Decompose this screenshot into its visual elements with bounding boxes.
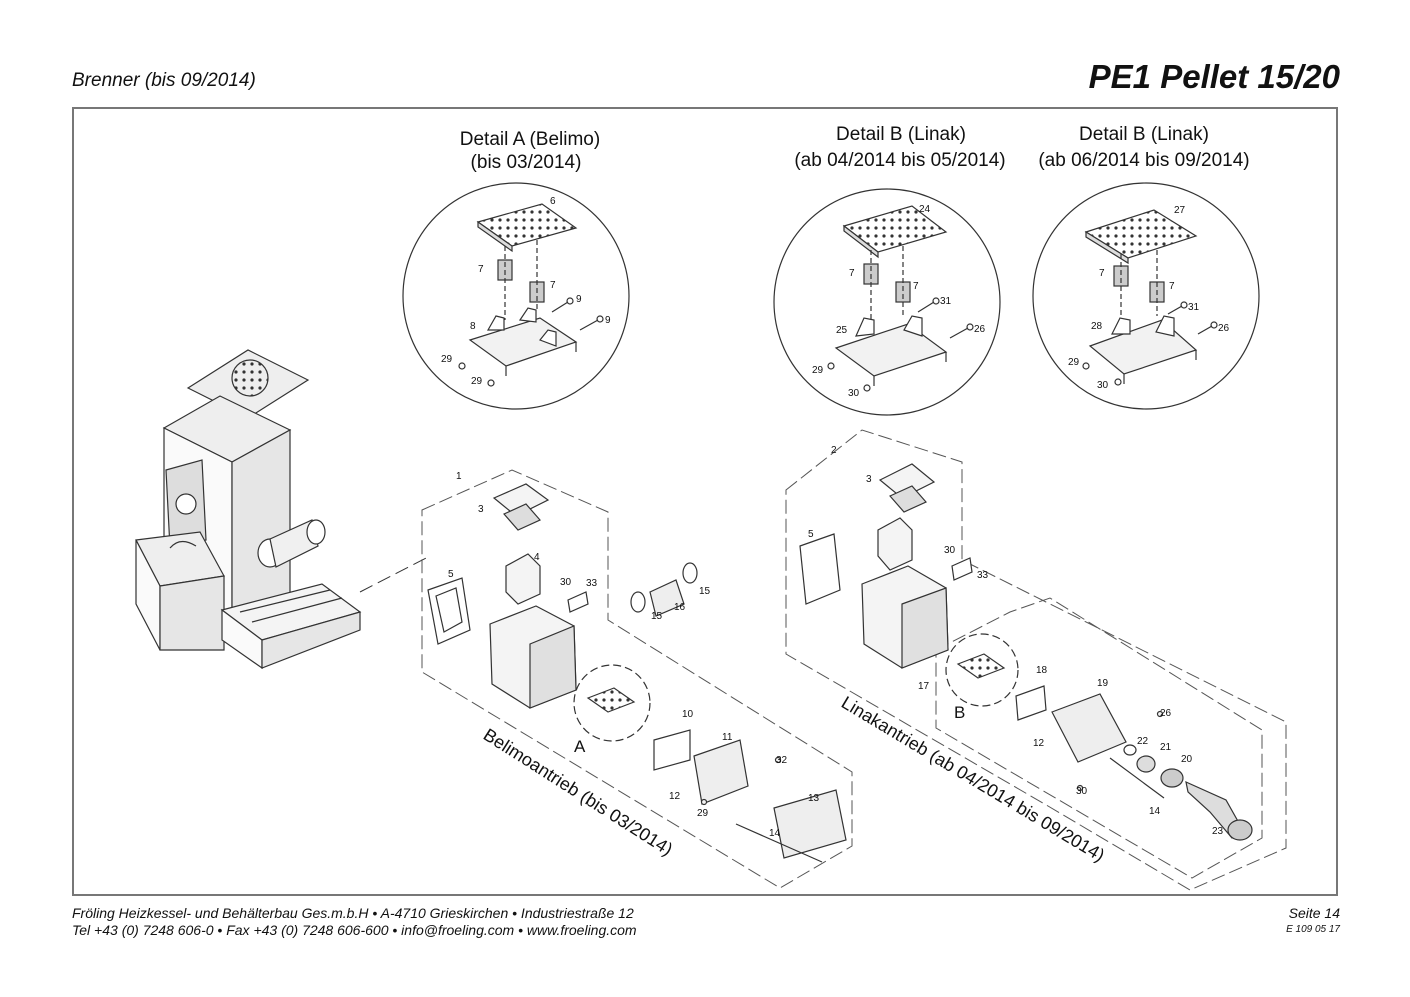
callout: 12 bbox=[669, 791, 681, 802]
callout: 11 bbox=[722, 732, 733, 743]
callout: 6 bbox=[550, 196, 556, 207]
callout: 30 bbox=[1076, 786, 1088, 797]
callout: 30 bbox=[944, 545, 956, 556]
callout: 7 bbox=[1169, 281, 1175, 292]
callouts-detail-b1: 24 7 7 31 26 25 29 30 bbox=[812, 204, 986, 399]
detail-a-subtitle: (bis 03/2014) bbox=[471, 152, 582, 173]
callout: 8 bbox=[470, 321, 476, 332]
callouts-detail-a: 6 7 7 9 9 8 29 29 bbox=[441, 196, 611, 387]
callout: 7 bbox=[478, 264, 484, 275]
document-code: E 109 05 17 bbox=[1286, 924, 1340, 935]
callout: 9 bbox=[576, 294, 582, 305]
callout: 24 bbox=[919, 204, 931, 215]
linak-subgroup-outline bbox=[935, 597, 1263, 879]
callout: 29 bbox=[1068, 357, 1080, 368]
connection-line bbox=[359, 555, 431, 593]
callout: 7 bbox=[550, 280, 556, 291]
detail-a-title: Detail A (Belimo) bbox=[460, 129, 600, 150]
callout: 32 bbox=[776, 755, 788, 766]
callout: 7 bbox=[913, 281, 919, 292]
callout: 30 bbox=[848, 388, 860, 399]
callout: 26 bbox=[1218, 323, 1230, 334]
callout: 26 bbox=[1160, 708, 1172, 719]
callout: 7 bbox=[1099, 268, 1105, 279]
callout: 4 bbox=[534, 552, 540, 563]
callout: 31 bbox=[940, 296, 952, 307]
detail-b1-subtitle: (ab 04/2014 bis 05/2014) bbox=[794, 150, 1005, 171]
burner-assembly bbox=[135, 349, 362, 670]
callout: 2 bbox=[831, 445, 837, 456]
detail-b2-circle bbox=[1032, 182, 1260, 410]
callout: 3 bbox=[866, 474, 872, 485]
callout: 15 bbox=[699, 586, 711, 597]
callout: 1 bbox=[456, 471, 462, 482]
callout: 30 bbox=[560, 577, 572, 588]
callout: 14 bbox=[1149, 806, 1161, 817]
callouts-linak: 2 3 5 30 33 17 18 19 26 12 22 21 20 30 1… bbox=[808, 445, 1224, 837]
callout: 25 bbox=[836, 325, 848, 336]
callout: 22 bbox=[1137, 736, 1149, 747]
callout: 27 bbox=[1174, 205, 1186, 216]
callout: 5 bbox=[808, 529, 814, 540]
callout: 5 bbox=[448, 569, 454, 580]
callout: 18 bbox=[1036, 665, 1048, 676]
callout: 29 bbox=[697, 808, 709, 819]
callouts-detail-b2: 27 7 7 31 26 28 29 30 bbox=[1068, 205, 1230, 391]
callout: 16 bbox=[674, 602, 686, 613]
callout: 29 bbox=[812, 365, 824, 376]
detail-b2-subtitle: (ab 06/2014 bis 09/2014) bbox=[1038, 150, 1249, 171]
page-subtitle: Brenner (bis 09/2014) bbox=[72, 70, 256, 91]
callout: 7 bbox=[849, 268, 855, 279]
callout: 33 bbox=[977, 570, 989, 581]
callout: 26 bbox=[974, 324, 986, 335]
detail-marker-a: A bbox=[574, 737, 586, 756]
callout: 3 bbox=[478, 504, 484, 515]
callout: 29 bbox=[441, 354, 453, 365]
detail-a-circle bbox=[402, 182, 630, 410]
linak-group-outline bbox=[785, 429, 1287, 891]
callout: 28 bbox=[1091, 321, 1103, 332]
drawing-frame bbox=[72, 107, 1338, 896]
callout: 21 bbox=[1160, 742, 1172, 753]
callout: 29 bbox=[471, 376, 483, 387]
callout: 30 bbox=[1097, 380, 1109, 391]
callout: 23 bbox=[1212, 826, 1224, 837]
callout: 15 bbox=[651, 611, 663, 622]
callout: 12 bbox=[1033, 738, 1045, 749]
callout: 14 bbox=[769, 828, 781, 839]
footer-company: Fröling Heizkessel- und Behälterbau Ges.… bbox=[72, 905, 634, 921]
callout: 13 bbox=[808, 793, 820, 804]
linak-parts bbox=[799, 463, 1253, 841]
detail-b1-circle bbox=[773, 188, 1001, 416]
callout: 31 bbox=[1188, 302, 1200, 313]
footer-contact: Tel +43 (0) 7248 606-0 • Fax +43 (0) 724… bbox=[72, 922, 637, 938]
callout: 17 bbox=[918, 681, 930, 692]
callout: 33 bbox=[586, 578, 598, 589]
belimo-group-outline bbox=[421, 469, 853, 889]
callout: 10 bbox=[682, 709, 694, 720]
detail-marker-b: B bbox=[954, 703, 965, 722]
belimo-parts bbox=[427, 483, 847, 863]
callouts-belimo: 1 3 4 5 30 33 15 16 15 10 11 32 12 29 13… bbox=[448, 471, 820, 839]
detail-b2-title: Detail B (Linak) bbox=[1079, 124, 1209, 145]
page-title: PE1 Pellet 15/20 bbox=[1088, 58, 1340, 95]
callout: 19 bbox=[1097, 678, 1109, 689]
callout: 9 bbox=[605, 315, 611, 326]
page-number: Seite 14 bbox=[1288, 905, 1340, 921]
callout: 20 bbox=[1181, 754, 1193, 765]
detail-b1-title: Detail B (Linak) bbox=[836, 124, 966, 145]
